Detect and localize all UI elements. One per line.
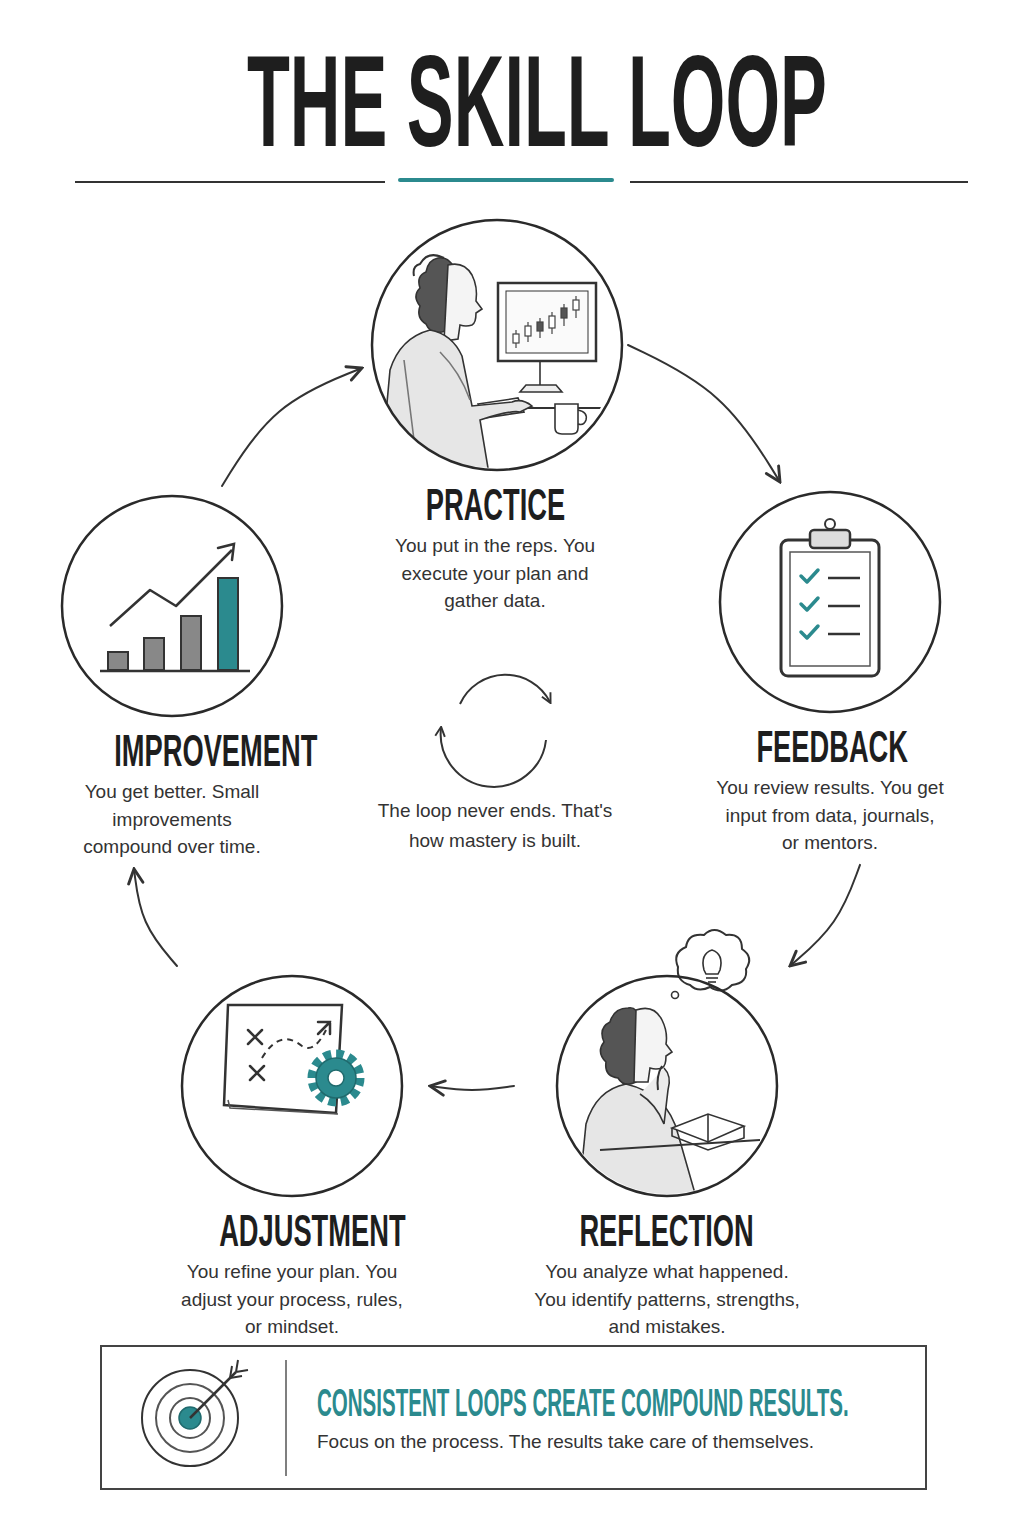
flow-arrow [790, 865, 860, 966]
step-heading-wrap: IMPROVEMENT [52, 728, 292, 774]
step-description: You review results. You get input from d… [715, 774, 945, 857]
step-node: FEEDBACKYou review results. You get inpu… [710, 490, 950, 857]
summary-heading: CONSISTENT LOOPS CREATE COMPOUND RESULTS… [317, 1383, 849, 1425]
step-heading: REFLECTION [580, 1208, 754, 1254]
flow-arrow [222, 368, 362, 486]
step-heading-wrap: FEEDBACK [710, 724, 950, 770]
step-heading-wrap: ADJUSTMENT [162, 1208, 422, 1254]
plan-gear-icon [224, 1005, 360, 1114]
step-circle [718, 490, 942, 714]
step-description: You put in the reps. You execute your pl… [393, 532, 598, 615]
step-node: PRACTICEYou put in the reps. You execute… [370, 218, 620, 615]
step-outline [557, 976, 777, 1196]
reflection-illustration [578, 930, 760, 1204]
title-wrap: THE SKILL LOOP [0, 36, 1024, 166]
trader-illustration [380, 255, 620, 480]
flow-arrow [430, 1086, 514, 1090]
summary-heading-wrap: CONSISTENT LOOPS CREATE COMPOUND RESULTS… [317, 1383, 905, 1425]
flow-arrow [134, 869, 177, 966]
step-outline [182, 976, 402, 1196]
step-heading: FEEDBACK [756, 724, 908, 770]
growth-chart-icon [100, 544, 250, 671]
step-description: You analyze what happened. You identify … [530, 1258, 805, 1341]
step-heading: PRACTICE [425, 482, 564, 528]
step-heading: ADJUSTMENT [219, 1208, 405, 1254]
step-description: You refine your plan. You adjust your pr… [172, 1258, 412, 1341]
step-node: ADJUSTMENTYou refine your plan. You adju… [162, 974, 422, 1341]
step-heading-wrap: PRACTICE [370, 482, 620, 528]
step-outline [62, 496, 282, 716]
title: THE SKILL LOOP [247, 36, 827, 166]
step-heading-wrap: REFLECTION [522, 1208, 812, 1254]
title-rule [75, 180, 968, 182]
step-circle [180, 974, 404, 1198]
summary-text: Focus on the process. The results take c… [317, 1431, 905, 1453]
step-node: IMPROVEMENTYou get better. Small improve… [52, 494, 292, 861]
summary-box: CONSISTENT LOOPS CREATE COMPOUND RESULTS… [100, 1345, 927, 1490]
flow-arrow [628, 345, 780, 482]
step-circle [370, 218, 624, 472]
step-heading: IMPROVEMENT [114, 728, 317, 774]
step-circle [555, 974, 779, 1198]
step-outline [372, 220, 622, 470]
step-outline [720, 492, 940, 712]
centre-note: The loop never ends. That's how mastery … [370, 796, 620, 857]
target-icon [142, 1360, 286, 1476]
cycle-icon [441, 675, 550, 787]
step-description: You get better. Small improvements compo… [72, 778, 272, 861]
clipboard-icon [781, 519, 879, 676]
step-circle [60, 494, 284, 718]
step-node: REFLECTIONYou analyze what happened. You… [522, 974, 812, 1341]
